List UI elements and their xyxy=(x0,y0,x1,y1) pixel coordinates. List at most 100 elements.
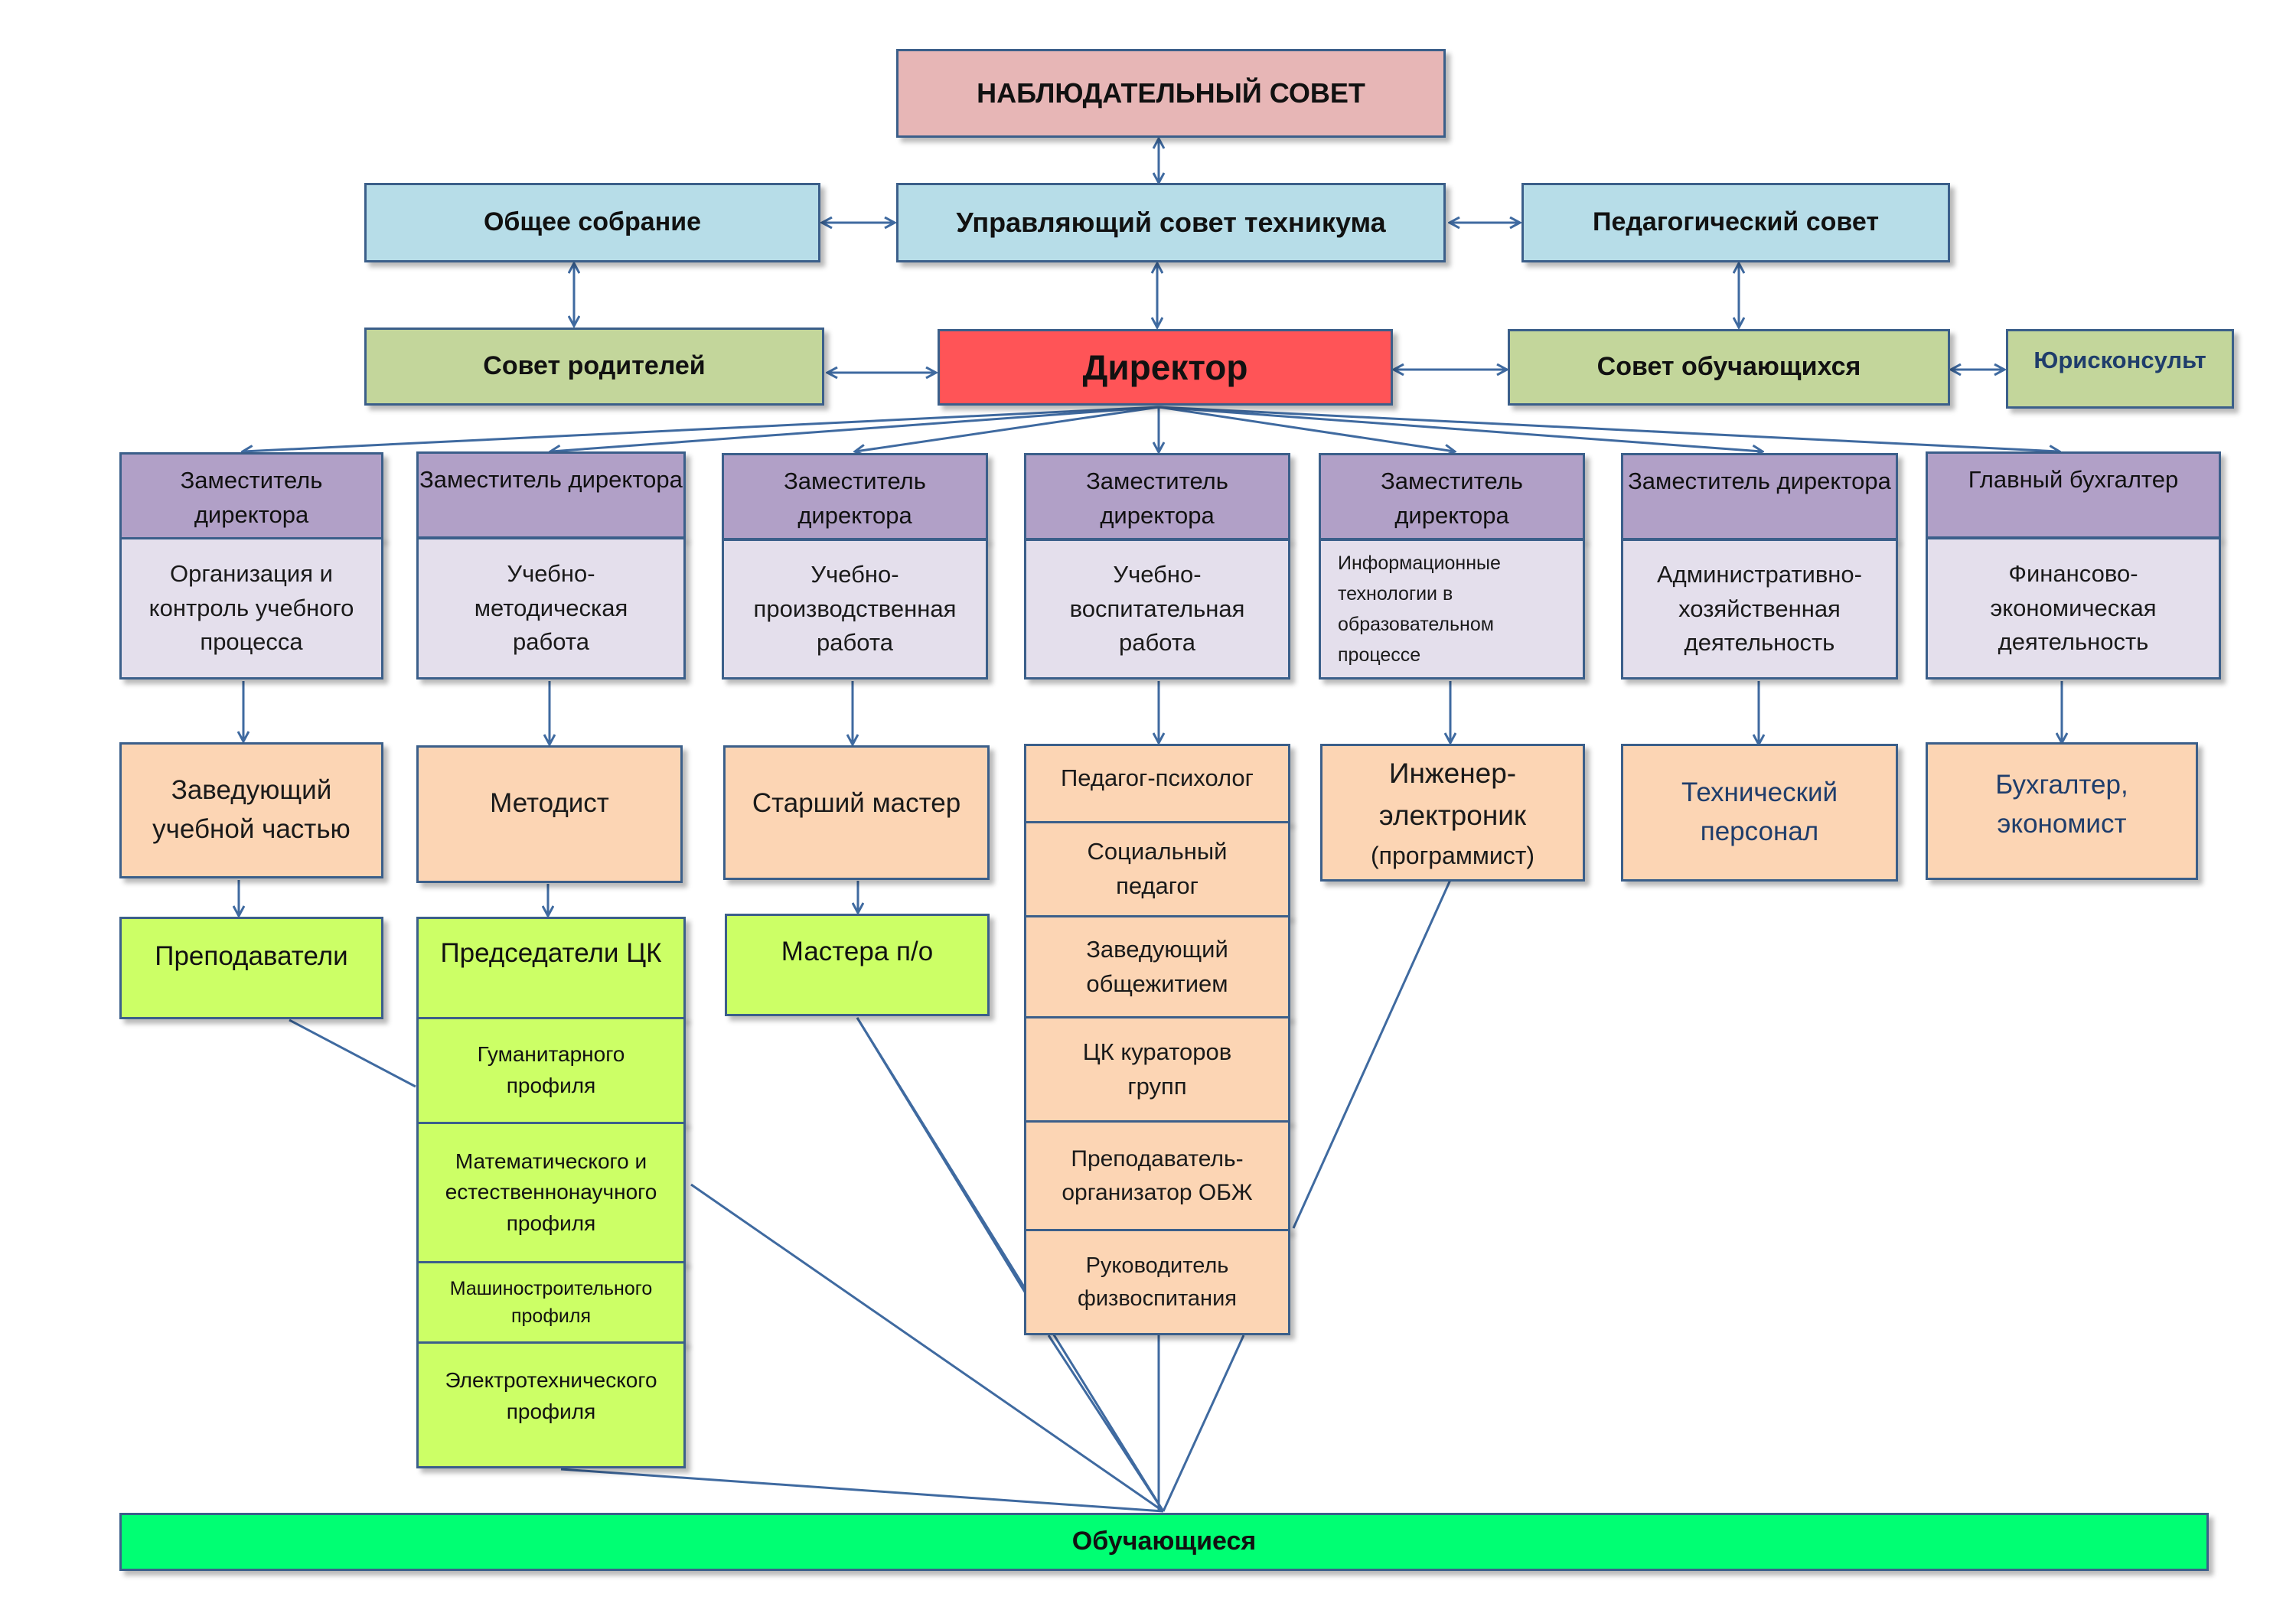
arrow-director-deputy-5 xyxy=(1158,406,1454,451)
profile-machine-box: Машиностроительного профиля xyxy=(416,1261,686,1344)
director-box: Директор xyxy=(938,329,1393,406)
senior-master-label: Старший мастер xyxy=(752,788,961,818)
director-label: Директор xyxy=(1082,347,1248,387)
line-engineer-obzh xyxy=(1292,879,1452,1229)
masters-box: Мастера п/о xyxy=(725,914,990,1016)
deputy-4-area-label: Учебно-воспитательная работа xyxy=(1069,560,1245,657)
deputy-2-area: Учебно-методическая работа xyxy=(416,537,686,680)
deputy-5-header: Заместитель директора xyxy=(1319,453,1585,540)
deputy-5-area: Информационные технологии в образователь… xyxy=(1319,539,1585,680)
technical-staff-box: Технический персонал xyxy=(1621,744,1898,882)
curators-box: ЦК кураторов групп xyxy=(1024,1016,1290,1123)
parents-council-label: Совет родителей xyxy=(483,351,706,381)
technical-staff-label: Технический персонал xyxy=(1681,777,1838,846)
deputy-1-area-label: Организация и контроль учебного процесса xyxy=(148,559,354,656)
deputy-4-area: Учебно-воспитательная работа xyxy=(1024,539,1290,680)
pedagogical-council-label: Педагогический совет xyxy=(1593,207,1879,237)
legal-adviser-box: Юрисконсульт xyxy=(2006,329,2234,409)
profile-humanities-box: Гуманитарного профиля xyxy=(416,1017,686,1124)
managing-council-label: Управляющий совет техникума xyxy=(956,206,1386,238)
line-teachers-chairs xyxy=(289,1018,416,1088)
obzh-teacher-box: Преподаватель-организатор ОБЖ xyxy=(1024,1120,1290,1231)
legal-adviser-label: Юрисконсульт xyxy=(2033,347,2206,373)
arrow-director-deputy-7 xyxy=(1158,406,2059,451)
psychologist-box: Педагог-психолог xyxy=(1024,744,1290,823)
arrow-director-deputy-1 xyxy=(243,406,1159,451)
methodist-box: Методист xyxy=(416,745,683,883)
deputy-3-title: Заместитель директора xyxy=(784,468,926,529)
deputy-6-area: Административно-хозяйственная деятельнос… xyxy=(1621,539,1898,680)
profile-math-box: Математического и естественнонаучного пр… xyxy=(416,1122,686,1263)
arrow-director-deputy-2 xyxy=(551,406,1159,451)
students-council-box: Совет обучающихся xyxy=(1508,329,1950,406)
students-council-label: Совет обучающихся xyxy=(1596,352,1861,382)
profile-machine-label: Машиностроительного профиля xyxy=(449,1277,653,1327)
curators-label: ЦК кураторов групп xyxy=(1082,1038,1232,1100)
pe-head-box: Руководитель физвоспитания xyxy=(1024,1229,1290,1335)
deputy-2-title: Заместитель директора xyxy=(419,466,683,493)
obzh-teacher-label: Преподаватель-организатор ОБЖ xyxy=(1062,1146,1253,1205)
students-bar: Обучающиеся xyxy=(119,1513,2209,1571)
deputy-3-header: Заместитель директора xyxy=(722,453,988,540)
arrow-director-deputy-6 xyxy=(1158,406,1762,451)
dorm-head-label: Заведующий общежитием xyxy=(1086,935,1228,997)
line-pe-students-left xyxy=(1047,1335,1165,1512)
profile-math-label: Математического и естественнонаучного пр… xyxy=(445,1149,657,1235)
deputy-1-area: Организация и контроль учебного процесса xyxy=(119,537,383,680)
cycle-chairs-label: Председатели ЦК xyxy=(440,938,662,968)
deputy-1-title: Заместитель директора xyxy=(180,467,323,528)
teachers-box: Преподаватели xyxy=(119,917,383,1019)
cycle-chairs-box: Председатели ЦК xyxy=(416,917,686,1019)
deputy-7-header: Главный бухгалтер xyxy=(1926,451,2221,539)
deputy-6-area-label: Административно-хозяйственная деятельнос… xyxy=(1657,560,1862,657)
general-meeting-box: Общее собрание xyxy=(364,183,820,262)
line-pe-students-right xyxy=(1162,1335,1245,1512)
pedagogical-council-box: Педагогический совет xyxy=(1521,183,1950,262)
methodist-label: Методист xyxy=(490,788,609,818)
deputy-6-header: Заместитель директора xyxy=(1621,453,1898,540)
deputy-7-title: Главный бухгалтер xyxy=(1968,466,2179,493)
supervisory-board: НАБЛЮДАТЕЛЬНЫЙ СОВЕТ xyxy=(896,49,1446,138)
social-pedagogue-label: Социальный педагог xyxy=(1087,838,1228,899)
profile-electro-box: Электротехнического профиля xyxy=(416,1341,686,1468)
deputy-5-title: Заместитель директора xyxy=(1381,468,1523,529)
parents-council-box: Совет родителей xyxy=(364,328,824,406)
line-chairs-students xyxy=(560,1468,1164,1513)
engineer-box: Инженер-электроник (программист) xyxy=(1320,744,1585,882)
engineer-note: (программист) xyxy=(1370,841,1535,869)
dorm-head-box: Заведующий общежитием xyxy=(1024,915,1290,1018)
arrow-director-deputy-3 xyxy=(856,406,1159,451)
profile-electro-label: Электротехнического профиля xyxy=(445,1368,657,1423)
managing-council-box: Управляющий совет техникума xyxy=(896,183,1446,262)
deputy-5-area-label: Информационные технологии в образователь… xyxy=(1338,552,1501,666)
head-of-studies-label: Заведующий учебной частью xyxy=(152,775,351,844)
psychologist-label: Педагог-психолог xyxy=(1061,764,1254,791)
deputy-1-header: Заместитель директора xyxy=(119,452,383,539)
deputy-6-title: Заместитель директора xyxy=(1628,468,1891,494)
pe-head-label: Руководитель физвоспитания xyxy=(1078,1253,1237,1311)
masters-label: Мастера п/о xyxy=(781,937,934,966)
teachers-label: Преподаватели xyxy=(155,941,348,971)
deputy-3-area-label: Учебно-производственная работа xyxy=(753,560,957,657)
accountant-label: Бухгалтер, экономист xyxy=(1995,770,2128,839)
deputy-4-title: Заместитель директора xyxy=(1086,468,1228,529)
deputy-7-area: Финансово-экономическая деятельность xyxy=(1926,537,2221,680)
social-pedagogue-box: Социальный педагог xyxy=(1024,821,1290,917)
head-of-studies-box: Заведующий учебной частью xyxy=(119,742,383,878)
deputy-4-header: Заместитель директора xyxy=(1024,453,1290,540)
senior-master-box: Старший мастер xyxy=(723,745,990,880)
accountant-box: Бухгалтер, экономист xyxy=(1926,742,2198,880)
supervisory-board-label: НАБЛЮДАТЕЛЬНЫЙ СОВЕТ xyxy=(977,77,1365,109)
deputy-7-area-label: Финансово-экономическая деятельность xyxy=(1990,559,2157,656)
profile-humanities-label: Гуманитарного профиля xyxy=(477,1042,625,1097)
engineer-label: Инженер-электроник xyxy=(1378,757,1527,832)
line-math-students xyxy=(690,1183,1164,1513)
students-label: Обучающиеся xyxy=(1071,1527,1257,1556)
general-meeting-label: Общее собрание xyxy=(483,207,702,237)
deputy-2-header: Заместитель директора xyxy=(416,451,686,539)
line-masters-pe xyxy=(856,1017,1027,1294)
deputy-3-area: Учебно-производственная работа xyxy=(722,539,988,680)
deputy-2-area-label: Учебно-методическая работа xyxy=(474,559,628,656)
